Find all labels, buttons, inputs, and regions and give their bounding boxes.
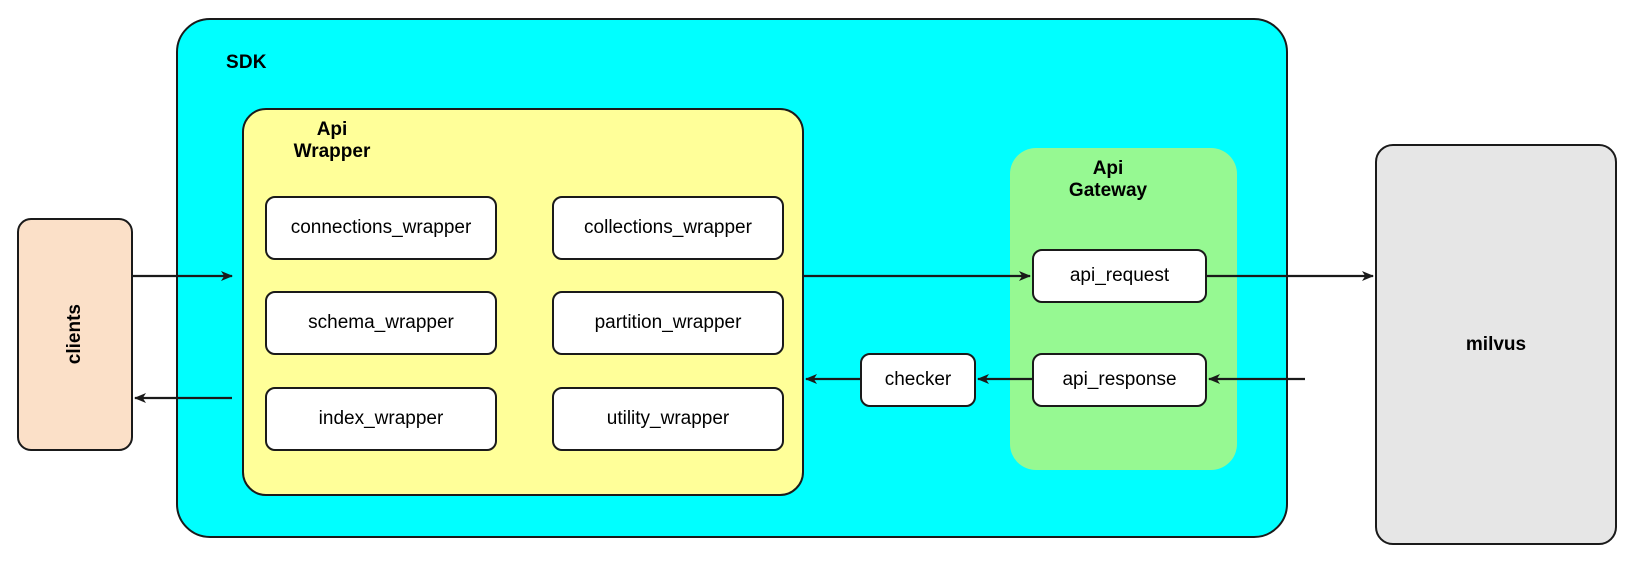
node-connections-wrapper[interactable]: connections_wrapper	[265, 196, 497, 260]
node-label: checker	[884, 369, 952, 390]
node-label: utility_wrapper	[606, 408, 730, 429]
node-partition-wrapper[interactable]: partition_wrapper	[552, 291, 784, 355]
node-checker[interactable]: checker	[860, 353, 976, 407]
api-wrapper-label: Api Wrapper	[258, 119, 406, 164]
node-label: connections_wrapper	[290, 217, 472, 238]
milvus-node[interactable]: milvus	[1375, 144, 1617, 545]
api-gateway-label: Api Gateway	[1018, 158, 1198, 203]
node-label: partition_wrapper	[594, 312, 742, 333]
api-gateway-label-line2: Gateway	[1068, 180, 1148, 202]
api-wrapper-label-line1: Api	[316, 119, 348, 140]
milvus-label: milvus	[1465, 333, 1527, 355]
node-label: schema_wrapper	[308, 312, 454, 333]
api-gateway-container[interactable]: Api Gateway	[1010, 148, 1237, 470]
node-label: index_wrapper	[318, 408, 444, 429]
clients-node[interactable]: clients	[17, 218, 133, 451]
node-collections-wrapper[interactable]: collections_wrapper	[552, 196, 784, 260]
node-label: api_response	[1062, 369, 1177, 390]
node-schema-wrapper[interactable]: schema_wrapper	[265, 291, 497, 355]
sdk-label: SDK	[226, 52, 267, 73]
node-utility-wrapper[interactable]: utility_wrapper	[552, 387, 784, 451]
node-api-request[interactable]: api_request	[1032, 249, 1207, 303]
node-index-wrapper[interactable]: index_wrapper	[265, 387, 497, 451]
api-wrapper-label-line2: Wrapper	[293, 141, 371, 163]
clients-label: clients	[64, 304, 85, 365]
node-label: api_request	[1069, 265, 1170, 286]
api-gateway-label-line1: Api	[1092, 158, 1124, 179]
node-label: collections_wrapper	[584, 217, 752, 238]
node-api-response[interactable]: api_response	[1032, 353, 1207, 407]
